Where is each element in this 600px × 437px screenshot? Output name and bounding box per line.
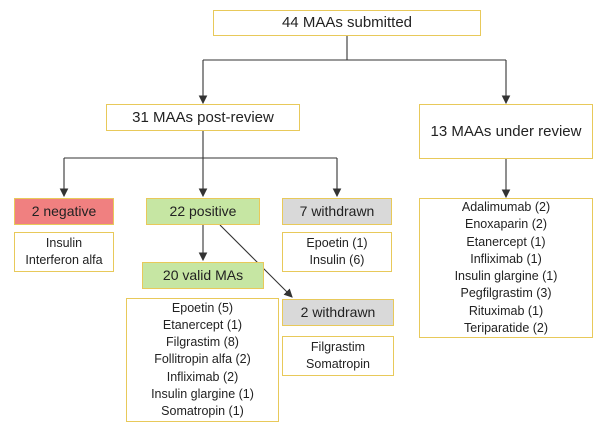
negative-list-box: Insulin Interferon alfa [14, 232, 114, 272]
list-item: Insulin [45, 235, 83, 250]
list-item: Filgrastim [310, 339, 366, 354]
list-item: Insulin (6) [309, 253, 365, 267]
valid-list-box: Epoetin (5) Etanercept (1) Filgrastim (8… [126, 298, 279, 422]
withdrawn-7-box: 7 withdrawn [282, 198, 392, 225]
list-item: Teriparatide (2) [463, 320, 549, 335]
valid-box: 20 valid MAs [142, 262, 264, 289]
list-item: Etanercept (1) [466, 234, 546, 249]
list-item: Somatropin [306, 357, 370, 371]
submitted-box: 44 MAAs submitted [213, 10, 481, 36]
negative-box: 2 negative [14, 198, 114, 225]
post-review-box: 31 MAAs post-review [106, 104, 300, 131]
list-item: Infliximab (2) [166, 369, 239, 384]
withdrawn-7-label: 7 withdrawn [299, 203, 375, 220]
list-item: Insulin glargine (1) [151, 386, 254, 401]
under-review-label: 13 MAAs under review [430, 122, 582, 140]
list-item: Enoxaparin (2) [465, 217, 547, 232]
list-item: Follitropin alfa (2) [154, 352, 251, 367]
withdrawn-7-list-box: Epoetin (1) Insulin (6) [282, 232, 392, 272]
negative-label: 2 negative [31, 203, 97, 220]
list-item: Adalimumab (2) [461, 200, 551, 214]
valid-label: 20 valid MAs [162, 267, 244, 284]
list-item: Etanercept (1) [162, 317, 243, 332]
post-review-label: 31 MAAs post-review [132, 108, 274, 126]
list-item: Somatropin (1) [161, 404, 244, 419]
list-item: Epoetin (1) [306, 235, 368, 250]
under-review-list-box: Adalimumab (2) Enoxaparin (2) Etanercept… [419, 198, 593, 338]
list-item: Filgrastim (8) [166, 335, 239, 350]
withdrawn-2-list-box: Filgrastim Somatropin [282, 336, 394, 376]
under-review-box: 13 MAAs under review [419, 104, 593, 159]
list-item: Infliximab (1) [470, 251, 542, 266]
list-item: Insulin glargine (1) [454, 269, 558, 283]
list-item: Epoetin (5) [171, 300, 234, 315]
positive-label: 22 positive [169, 203, 237, 220]
positive-box: 22 positive [146, 198, 260, 225]
list-item: Interferon alfa [25, 253, 103, 267]
submitted-label: 44 MAAs submitted [281, 14, 413, 31]
list-item: Rituximab (1) [468, 303, 544, 318]
list-item: Pegfilgrastim (3) [460, 286, 552, 301]
withdrawn-2-label: 2 withdrawn [300, 304, 376, 321]
withdrawn-2-box: 2 withdrawn [282, 299, 394, 326]
